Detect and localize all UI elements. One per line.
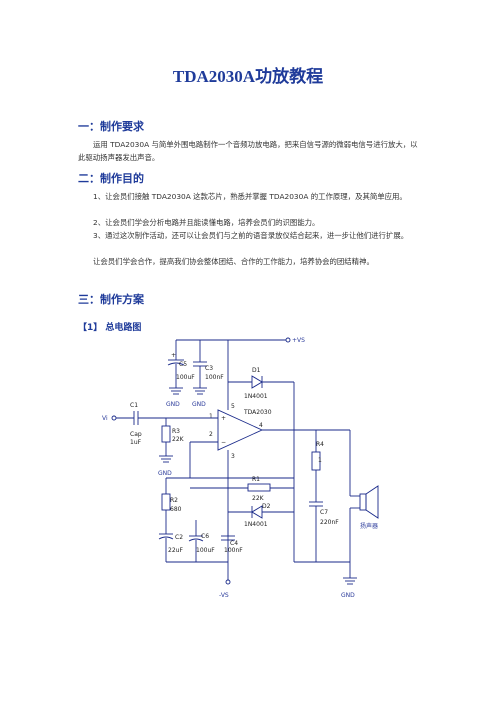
svg-text:−: − — [221, 439, 226, 446]
c7-label: C7 — [320, 509, 328, 516]
c5-value: 100uF — [176, 374, 195, 381]
resistor-r4: R4 1 — [311, 430, 324, 502]
c3-label: C3 — [205, 365, 213, 372]
svg-text:GND: GND — [341, 592, 355, 599]
r1-label: R1 — [252, 476, 260, 483]
resistor-r3: R3 22K GND — [158, 418, 185, 477]
c3-value: 100nF — [205, 374, 224, 381]
c2-label: C2 — [175, 534, 183, 541]
capacitor-c1: C1 Cap 1uF — [130, 402, 218, 446]
r1-value: 22K — [252, 495, 265, 502]
section-1-text: 运用 TDA2030A 与简单外围电路制作一个音频功放电路，把来自信号源的微弱电… — [78, 140, 418, 162]
capacitor-c5: + C5 100uF — [167, 340, 195, 388]
r2-label: R2 — [170, 497, 178, 504]
c5-label: C5 — [179, 361, 187, 368]
capacitor-c7: C7 220nF — [309, 501, 339, 562]
ic-tda2030: + − TDA2030 1 2 4 5 3 — [209, 403, 272, 460]
c6-label: C6 — [201, 533, 209, 540]
r4-value: 1 — [318, 457, 322, 464]
svg-text:GND: GND — [166, 401, 180, 408]
section-3-heading: 三：制作方案 — [78, 293, 144, 306]
ground-symbol: GND — [341, 577, 357, 599]
section-2-item-1: 1、让会员们接触 TDA2030A 这款芯片，熟悉并掌握 TDA2030A 的工… — [93, 192, 407, 201]
svg-text:3: 3 — [231, 453, 235, 460]
d1-label: D1 — [252, 367, 261, 374]
c1-type: Cap — [130, 431, 142, 438]
capacitor-c3: C3 100nF — [193, 340, 224, 388]
section-2-item-2: 2、让会员们学会分析电路并且能读懂电路，培养会员们的识图能力。 — [93, 218, 320, 227]
speaker-label: 扬声器 — [360, 522, 378, 530]
capacitor-c2: C2 22uF — [158, 533, 183, 562]
resistor-r1: R1 22K — [190, 476, 294, 502]
c7-value: 220nF — [320, 519, 339, 526]
section-1-heading: 一：制作要求 — [78, 120, 144, 133]
speaker: 扬声器 — [316, 429, 379, 578]
ic-label: TDA2030 — [243, 409, 272, 416]
d1-value: 1N4001 — [244, 393, 268, 400]
svg-text:+: + — [171, 352, 176, 359]
capacitor-c6: C6 100uF — [188, 520, 215, 562]
section-3-subheading: 【1】 总电路图 — [78, 323, 142, 333]
c4-label: C4 — [230, 540, 238, 547]
vs-neg-label: -VS — [219, 592, 229, 599]
diode-d1: D1 1N4001 — [228, 367, 295, 500]
r3-value: 22K — [172, 436, 185, 443]
vs-pos-rail: +VS — [176, 337, 305, 344]
svg-text:GND: GND — [192, 401, 206, 408]
svg-text:4: 4 — [259, 422, 263, 429]
diode-d2: D2 1N4001 — [228, 503, 294, 528]
c2-value: 22uF — [168, 547, 183, 554]
svg-text:GND: GND — [158, 470, 172, 477]
c1-value: 1uF — [130, 439, 142, 446]
c6-value: 100uF — [196, 547, 215, 554]
input-node: Vi — [102, 415, 134, 422]
c4-value: 100nF — [224, 547, 243, 554]
r3-label: R3 — [172, 428, 180, 435]
svg-text:2: 2 — [209, 431, 213, 438]
section-2-heading: 二：制作目的 — [78, 172, 144, 185]
svg-text:5: 5 — [231, 403, 235, 410]
ground-symbol: GND — [192, 387, 207, 408]
resistor-r2: R2 680 — [161, 478, 182, 534]
vs-neg-terminal: -VS — [219, 579, 231, 599]
page-title: TDA2030A功放教程 — [172, 67, 324, 86]
capacitor-c4: C4 100nF — [221, 520, 243, 554]
section-2-item-4: 让会员们学会合作，提高我们协会整体团结、合作的工作能力，培养协会的团结精神。 — [93, 257, 374, 266]
d2-value: 1N4001 — [244, 521, 268, 528]
c1-label: C1 — [130, 402, 138, 409]
ground-symbol: GND — [166, 387, 183, 408]
d2-label: D2 — [262, 503, 271, 510]
vi-label: Vi — [102, 415, 108, 422]
vs-pos-label: +VS — [292, 337, 305, 344]
svg-text:+: + — [221, 415, 226, 422]
section-2-item-3: 3、通过这次制作活动，还可以让会员们与之前的语音录放仪结合起来，进一步让他们进行… — [93, 231, 409, 240]
r4-label: R4 — [316, 441, 324, 448]
r2-value: 680 — [170, 506, 182, 513]
svg-text:1: 1 — [209, 413, 213, 420]
